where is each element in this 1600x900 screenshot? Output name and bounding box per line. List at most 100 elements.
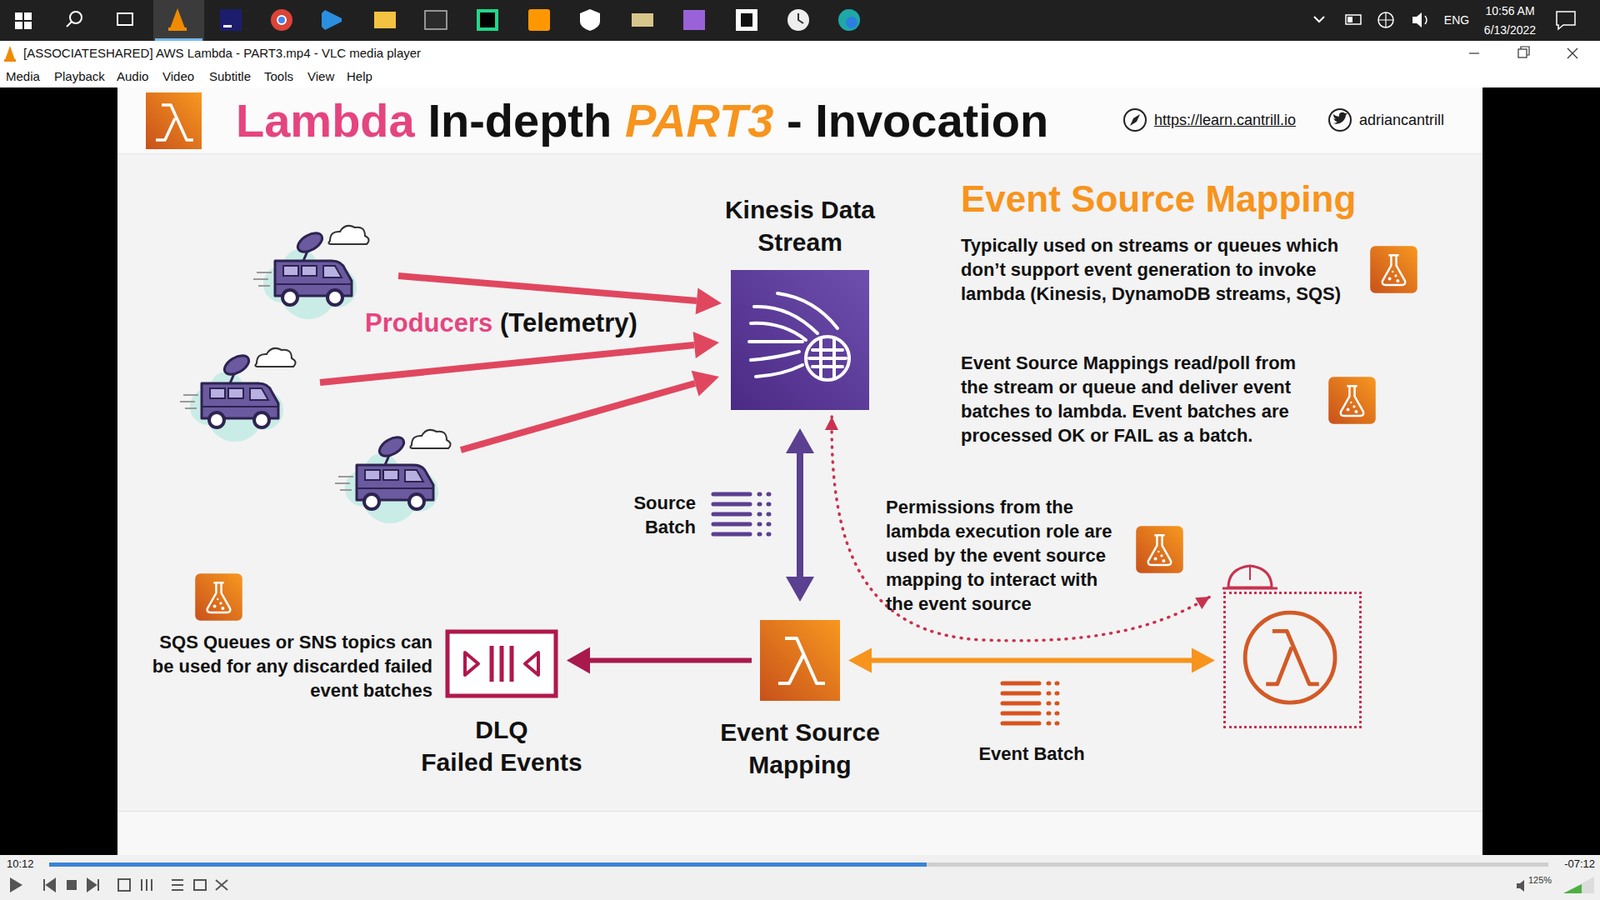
title-part: Lambda xyxy=(235,94,415,147)
drawing-part xyxy=(1002,683,1040,724)
drawing-part xyxy=(749,340,803,344)
window-chrome-icons xyxy=(4,45,1578,62)
drawing-part xyxy=(321,10,342,30)
drawing-part xyxy=(445,629,559,699)
drawing-part xyxy=(787,9,810,31)
arrow-head xyxy=(848,648,872,674)
drawing-part xyxy=(759,494,770,535)
drawing-part xyxy=(66,880,77,890)
drawing-part xyxy=(1314,16,1325,22)
drawing-part xyxy=(1378,12,1394,28)
note-text: Event Source Mappings read/poll from the… xyxy=(960,350,1315,448)
node-shape xyxy=(445,629,559,699)
drawing-part xyxy=(798,13,804,24)
drawing-part xyxy=(760,620,840,701)
drawing-part xyxy=(180,348,296,442)
drawing-part xyxy=(1567,48,1578,59)
drawing-part xyxy=(1048,683,1058,724)
volume-level: 125% xyxy=(1528,875,1552,885)
drawing-part xyxy=(5,45,15,60)
drawing-part xyxy=(749,293,850,380)
drawing-part xyxy=(66,21,72,27)
node-shape xyxy=(730,270,870,410)
node-label: Kinesis Data Stream xyxy=(700,193,900,259)
drawing-part xyxy=(1516,880,1525,892)
drawing-part xyxy=(15,12,23,20)
arrow-head xyxy=(566,647,590,675)
drawing-part xyxy=(778,638,825,684)
drawing-part xyxy=(735,9,758,31)
drawing-part xyxy=(447,631,556,696)
node-label: Failed Events xyxy=(401,745,602,779)
drawing-part xyxy=(695,288,722,315)
drawing-part xyxy=(87,879,99,891)
twitter-handle: adriancantrill xyxy=(1359,110,1445,130)
note-text: Permissions from the lambda execution ro… xyxy=(885,495,1128,616)
arrow-head xyxy=(1195,596,1210,610)
event-batch-icon xyxy=(1002,683,1058,724)
title-part: - Invocation xyxy=(786,94,1049,147)
connector-line xyxy=(583,658,752,664)
website-link: https://learn.cantrill.io xyxy=(1154,110,1296,130)
drawing-part xyxy=(491,645,512,682)
drawing-part xyxy=(1130,114,1140,126)
drawing-part xyxy=(1520,46,1530,55)
drawing-part xyxy=(70,11,82,24)
menu-item: Subtitle xyxy=(209,69,251,85)
window-title: [ASSOCIATESHARED] AWS Lambda - PART3.mp4… xyxy=(23,45,421,61)
drawing-part xyxy=(805,336,850,380)
title-part: In-depth xyxy=(427,94,612,147)
drawing-part xyxy=(713,494,750,535)
slide-footer xyxy=(117,810,1483,856)
drawing-part xyxy=(374,11,396,29)
lambda-function-node xyxy=(1192,591,1393,729)
drawing-part xyxy=(740,13,753,27)
connector-line xyxy=(865,658,1200,664)
title-part: PART3 xyxy=(625,94,774,147)
drawing-part xyxy=(525,652,539,675)
drawing-part xyxy=(335,430,451,524)
role-helmet xyxy=(1222,565,1278,589)
producers-label: Producers(Telemetry) xyxy=(365,307,638,340)
drawing-part xyxy=(691,370,720,397)
drawing-part xyxy=(141,879,152,891)
drawing-part xyxy=(465,645,539,682)
edge-label: Source Batch xyxy=(604,490,696,540)
drawing-part xyxy=(838,9,860,31)
drawing-part xyxy=(10,877,23,893)
drawing-part xyxy=(1345,15,1361,25)
remaining-time: -07:12 xyxy=(1546,857,1595,870)
drawing-part xyxy=(49,862,1549,867)
drawing-part xyxy=(1329,109,1351,131)
drawing-part xyxy=(24,12,32,20)
section-heading: Event Source Mapping xyxy=(960,177,1356,221)
menu-item: Media xyxy=(5,69,40,85)
drawing-part xyxy=(277,15,286,25)
player-controls xyxy=(0,855,1600,900)
title-part: (Telemetry) xyxy=(500,308,638,338)
drawing-part xyxy=(44,879,55,891)
drawing-part xyxy=(631,13,654,27)
drawing-part xyxy=(750,323,806,340)
drawing-part xyxy=(1518,49,1527,58)
menu-item: View xyxy=(307,69,335,85)
drawing-part xyxy=(118,879,130,891)
drawing-part xyxy=(155,38,203,41)
drawing-part xyxy=(1135,525,1184,574)
drawing-part xyxy=(1124,109,1146,131)
drawing-part xyxy=(1333,112,1348,125)
drawing-part xyxy=(155,105,194,140)
drawing-part xyxy=(425,10,447,30)
failure-arrow xyxy=(566,647,752,675)
drawing-part xyxy=(1556,11,1575,30)
drawing-part xyxy=(1370,245,1418,294)
drawing-part xyxy=(270,9,293,31)
dlq-node: DLQFailed Events xyxy=(401,629,602,779)
drawing-part xyxy=(1245,612,1335,703)
drawing-part xyxy=(24,21,32,30)
source-batch-icon xyxy=(713,494,770,535)
drawing-part xyxy=(809,338,846,379)
drawing-part xyxy=(320,345,695,383)
drawing-part xyxy=(1228,565,1272,588)
drawing-part xyxy=(171,880,184,890)
